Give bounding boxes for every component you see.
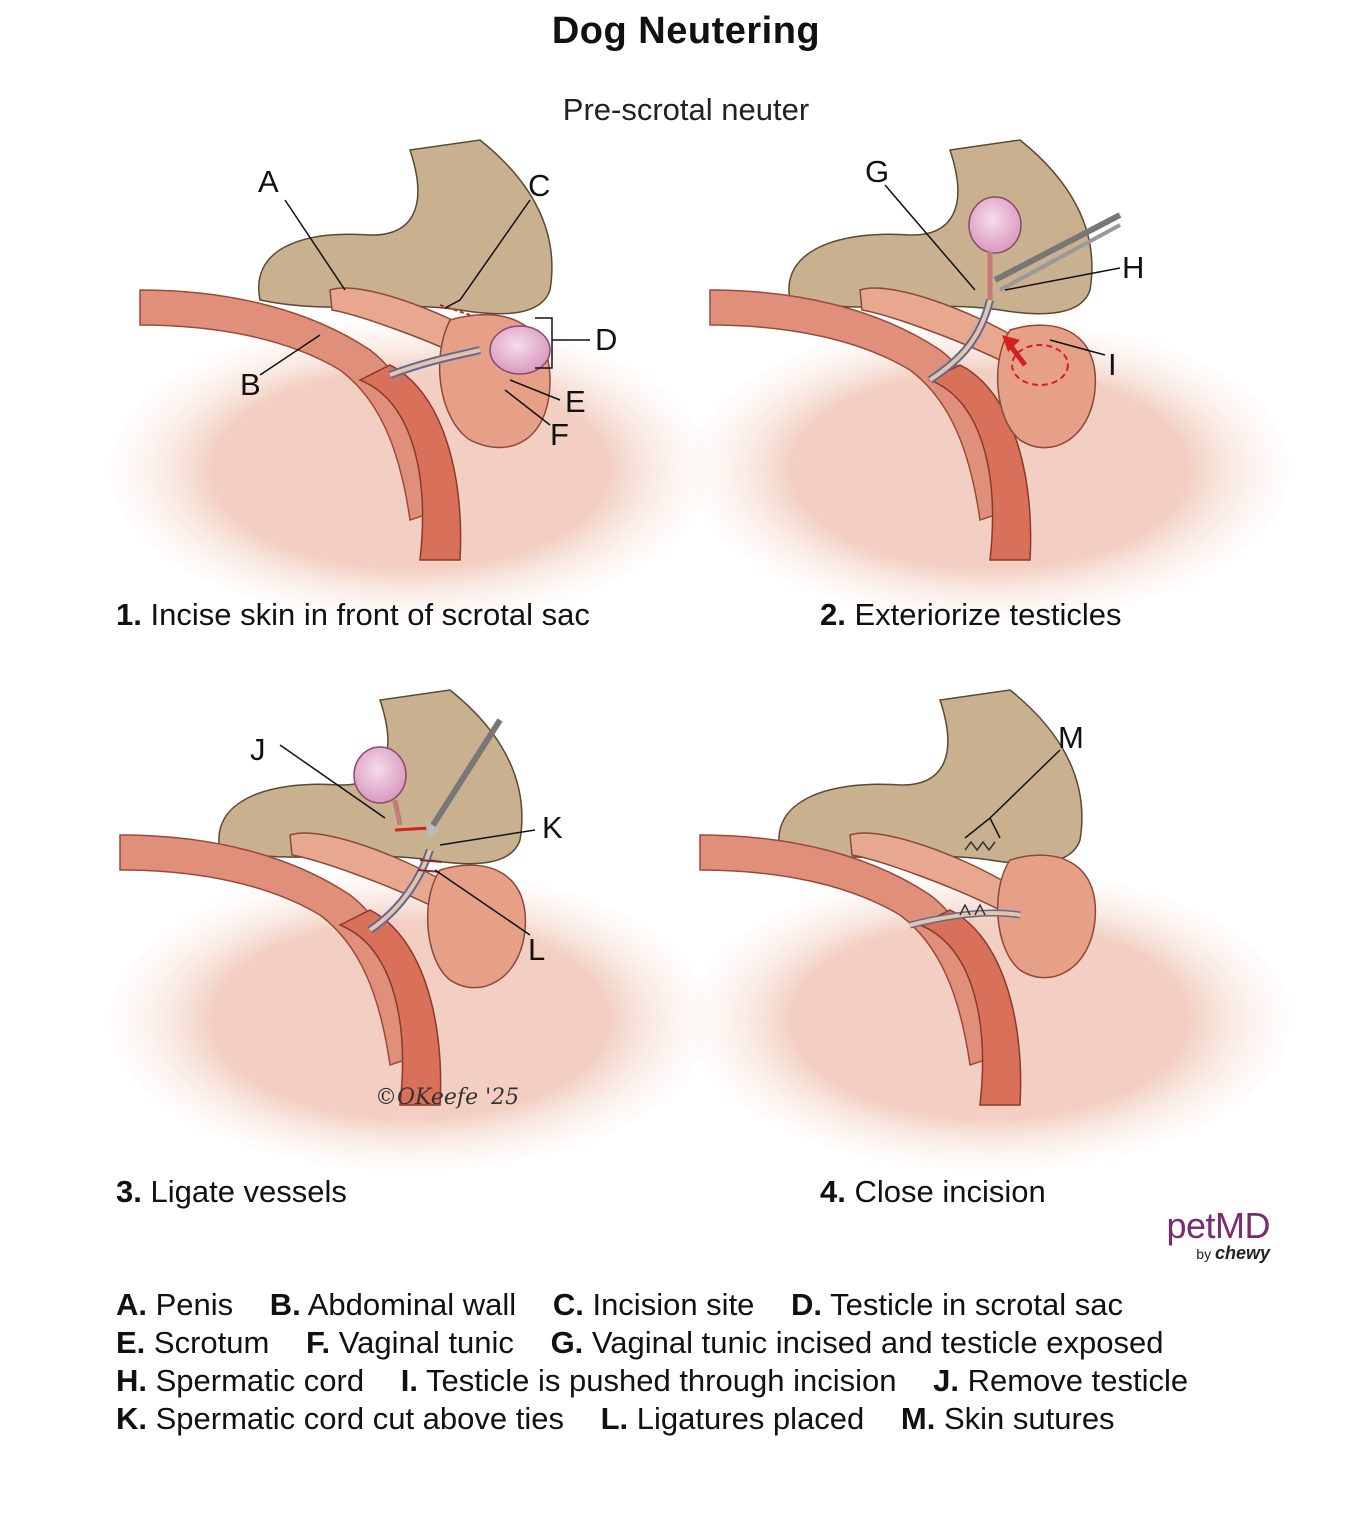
illustration-step-3: J K L xyxy=(110,689,710,1170)
logo-parent: chewy xyxy=(1214,1243,1270,1263)
petmd-logo: petMD by chewy xyxy=(1150,1205,1270,1264)
anatomy-drawing-4: M xyxy=(690,689,1290,1170)
step-1-text: Incise skin in front of scrotal sac xyxy=(150,597,590,632)
step-3-text: Ligate vessels xyxy=(150,1174,347,1209)
label-G: G xyxy=(865,154,889,189)
label-F: F xyxy=(550,417,569,452)
step-3-number: 3. xyxy=(116,1174,142,1209)
anatomy-drawing-3: J K L xyxy=(110,689,710,1170)
legend-item: M. Skin sutures xyxy=(900,1401,1115,1436)
label-B: B xyxy=(240,367,261,402)
page-subtitle: Pre-scrotal neuter xyxy=(562,92,810,127)
legend-item: J. Remove testicle xyxy=(933,1363,1189,1398)
label-I: I xyxy=(1108,347,1117,382)
label-L: L xyxy=(528,932,545,967)
label-J: J xyxy=(250,732,266,767)
label-H: H xyxy=(1122,250,1144,285)
illustration-step-4: M xyxy=(690,689,1290,1170)
anatomy-drawing-1: A B C D E F xyxy=(110,139,710,620)
legend-item: L. Ligatures placed xyxy=(600,1401,865,1436)
step-1-caption: 1. Incise skin in front of scrotal sac xyxy=(116,597,590,633)
logo-byline: by chewy xyxy=(1150,1243,1270,1264)
legend-item: B. Abdominal wall xyxy=(269,1287,517,1322)
label-C: C xyxy=(528,168,550,203)
legend-item: F. Vaginal tunic xyxy=(305,1325,514,1360)
step-2-caption: 2. Exteriorize testicles xyxy=(820,597,1122,633)
step-2-text: Exteriorize testicles xyxy=(854,597,1122,632)
legend-item: K. Spermatic cord cut above ties xyxy=(116,1401,564,1436)
page-title: Dog Neutering xyxy=(551,10,821,52)
legend-item: A. Penis xyxy=(116,1287,234,1322)
label-K: K xyxy=(542,810,563,845)
label-M: M xyxy=(1058,720,1084,755)
label-E: E xyxy=(565,384,586,419)
label-A: A xyxy=(258,164,279,199)
artist-signature: ©OKeefe '25 xyxy=(375,1085,520,1110)
label-D: D xyxy=(595,322,617,357)
legend-item: D. Testicle in scrotal sac xyxy=(791,1287,1123,1322)
legend-item: C. Incision site xyxy=(552,1287,755,1322)
legend-item: H. Spermatic cord xyxy=(116,1363,365,1398)
step-4-caption: 4. Close incision xyxy=(820,1174,1046,1210)
legend: A. Penis B. Abdominal wall C. Incision s… xyxy=(116,1286,1316,1438)
legend-item: G. Vaginal tunic incised and testicle ex… xyxy=(550,1325,1164,1360)
step-4-text: Close incision xyxy=(854,1174,1046,1209)
legend-item: I. Testicle is pushed through incision xyxy=(400,1363,897,1398)
step-3-caption: 3. Ligate vessels xyxy=(116,1174,347,1210)
logo-by: by xyxy=(1196,1246,1212,1262)
step-1-number: 1. xyxy=(116,597,142,632)
illustration-step-2: G H I xyxy=(690,139,1290,620)
step-4-number: 4. xyxy=(820,1174,846,1209)
legend-item: E. Scrotum xyxy=(116,1325,270,1360)
logo-brand: petMD xyxy=(1166,1205,1270,1246)
step-2-number: 2. xyxy=(820,597,846,632)
illustration-step-1: A B C D E F xyxy=(110,139,710,620)
anatomy-drawing-2: G H I xyxy=(690,139,1290,620)
